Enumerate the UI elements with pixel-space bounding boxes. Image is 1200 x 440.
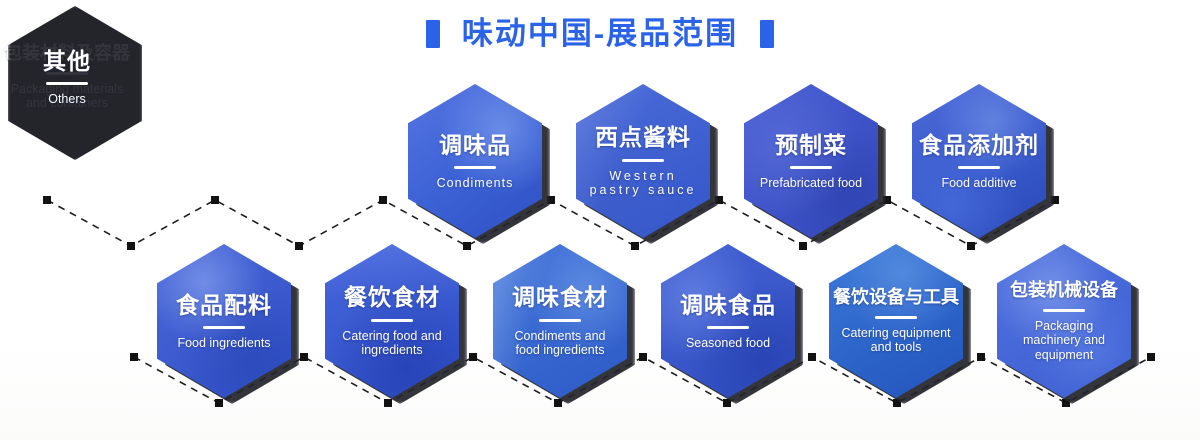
hex-item-catering-food: 餐饮食材 Catering food and ingredients xyxy=(325,244,467,404)
hex-title-cn: 食品添加剂 xyxy=(919,131,1039,158)
hex-item-catering-equipment-tools: 餐饮设备与工具 Catering equipment and tools xyxy=(829,244,971,404)
hex-subtitle-en: Western pastry sauce xyxy=(589,168,697,198)
hex-divider xyxy=(454,166,496,170)
hex-subtitle-en: Condiments xyxy=(436,176,514,191)
hex-item-condiment-food-ingredients: 调味食材 Condiments and food ingredients xyxy=(493,244,635,404)
hex-subtitle-en: Others xyxy=(48,92,86,107)
hex-subtitle-en: Catering equipment and tools xyxy=(841,325,951,355)
hex-title-cn: 包装机械设备 xyxy=(1010,280,1118,301)
hex-item-packaging-machinery: 包装机械设备 Packaging machinery and equipment xyxy=(997,244,1139,404)
hex-title-cn: 其他 xyxy=(43,47,91,74)
hex-title-cn: 调味食材 xyxy=(512,284,608,311)
hex-divider xyxy=(707,326,749,330)
hex-divider xyxy=(1043,308,1085,312)
hex-item-western-pastry-sauce: 西点酱料 Western pastry sauce xyxy=(576,84,718,244)
zigzag-line-top xyxy=(46,199,1056,247)
hex-item-others: 其他 Others xyxy=(0,0,142,160)
hex-subtitle-en: Food additive xyxy=(941,176,1017,191)
hex-title-cn: 餐饮食材 xyxy=(344,284,440,311)
hex-item-prefabricated-food: 预制菜 Prefabricated food xyxy=(744,84,886,244)
hex-item-food-additive: 食品添加剂 Food additive xyxy=(912,84,1054,244)
hex-title-cn: 西点酱料 xyxy=(595,124,691,151)
hex-divider xyxy=(622,158,664,162)
hex-divider xyxy=(203,326,245,330)
header: 味动中国-展品范围 xyxy=(0,18,1200,49)
hex-title-cn: 餐饮设备与工具 xyxy=(833,287,959,308)
page-title: 味动中国-展品范围 xyxy=(461,16,739,51)
hex-subtitle-en: Condiments and food ingredients xyxy=(514,328,606,358)
hex-subtitle-en: Catering food and ingredients xyxy=(342,328,442,358)
hex-divider xyxy=(790,166,832,170)
zigzag-node-squares xyxy=(43,196,1155,407)
hex-title-cn: 预制菜 xyxy=(775,131,847,158)
hex-divider xyxy=(958,166,1000,170)
hex-subtitle-en: Packaging machinery and equipment xyxy=(1023,318,1105,362)
hex-tile: 其他 Others xyxy=(0,0,134,154)
hex-title-cn: 调味食品 xyxy=(680,291,776,318)
hex-title-cn: 食品配料 xyxy=(176,291,272,318)
hex-item-seasoned-food: 调味食品 Seasoned food xyxy=(661,244,803,404)
hex-subtitle-en: Seasoned food xyxy=(685,336,771,351)
title-left-bar-icon xyxy=(425,19,440,48)
title-right-bar-icon xyxy=(760,19,775,48)
hex-subtitle-en: Prefabricated food xyxy=(759,176,863,191)
hex-divider xyxy=(539,318,581,322)
hex-divider xyxy=(371,318,413,322)
hex-item-food-ingredients: 食品配料 Food ingredients xyxy=(157,244,299,404)
hex-item-condiments: 调味品 Condiments xyxy=(408,84,550,244)
hex-subtitle-en: Food ingredients xyxy=(177,336,271,351)
hex-divider xyxy=(875,315,917,319)
hex-divider xyxy=(46,82,88,86)
hex-title-cn: 调味品 xyxy=(439,131,511,158)
